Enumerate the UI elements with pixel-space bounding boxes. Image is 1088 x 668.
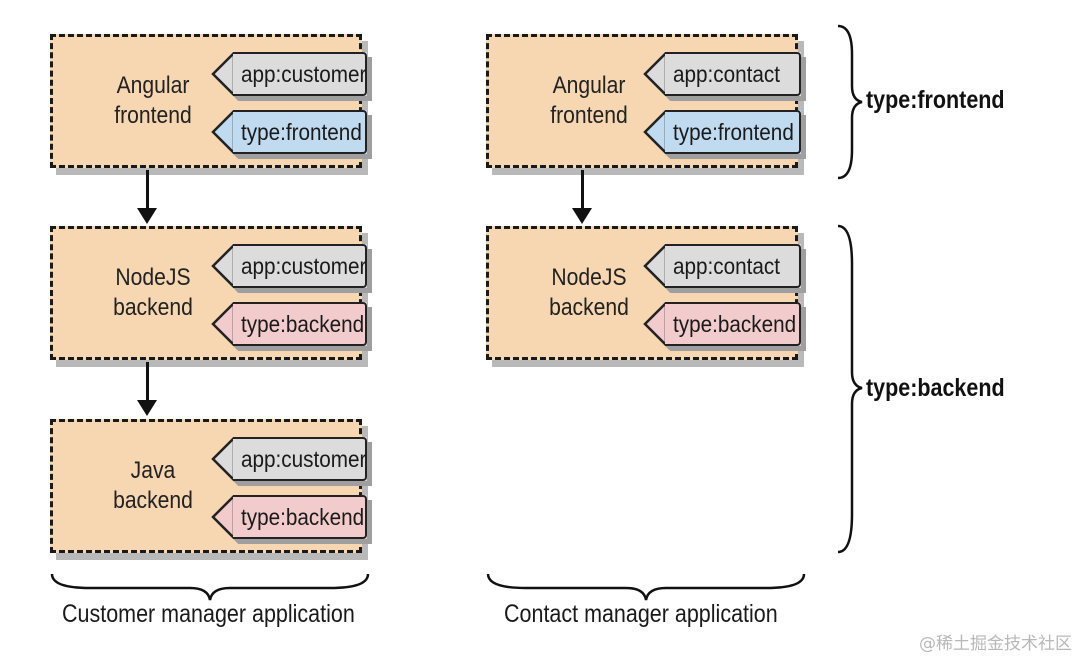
app-label-tag: app:contact [643, 52, 801, 96]
type-label-tag: type:frontend [643, 110, 801, 154]
pod-label: NodeJS backend [501, 229, 677, 357]
frontend-group-brace [837, 24, 863, 180]
pod-customer-angular-frontend: Angular frontend app:customer type:front… [50, 34, 367, 168]
app-label-tag: app:customer [211, 437, 367, 481]
pod-name-line1: Angular [552, 72, 626, 99]
watermark: @稀土掘金技术社区 [919, 634, 1072, 654]
customer-app-caption: Customer manager application [62, 600, 355, 628]
pod-name-line2: backend [113, 487, 193, 514]
app-label-tag: app:customer [211, 52, 367, 96]
arrow-frontend-to-node [146, 170, 149, 210]
pod-name-line1: NodeJS [551, 264, 627, 291]
frontend-group-label: type:frontend [866, 86, 1005, 114]
pod-customer-nodejs-backend: NodeJS backend app:customer type:backend [50, 226, 367, 360]
pod-name-line2: backend [549, 294, 629, 321]
pod-label: Angular frontend [65, 37, 241, 165]
type-label-tag: type:backend [643, 302, 801, 346]
app-label-text: app:contact [673, 252, 781, 279]
type-label-tag: type:backend [211, 302, 367, 346]
arrow-head-icon [572, 208, 592, 224]
type-label-tag: type:backend [211, 495, 367, 539]
pod-contact-angular-frontend: Angular frontend app:contact type:fronte… [486, 34, 801, 168]
pod-contact-nodejs-backend: NodeJS backend app:contact type:backend [486, 226, 801, 360]
arrow-contact-frontend-to-node [581, 170, 584, 210]
pod-label: Angular frontend [501, 37, 677, 165]
type-label-text: type:frontend [241, 118, 362, 145]
contact-app-brace [486, 573, 806, 601]
arrow-head-icon [137, 400, 157, 416]
pod-name-line1: NodeJS [115, 264, 191, 291]
pod-label: Java backend [65, 422, 241, 550]
app-label-text: app:customer [241, 60, 367, 87]
app-label-text: app:customer [241, 445, 367, 472]
pod-name-line1: Java [130, 457, 176, 484]
type-label-tag: type:frontend [211, 110, 367, 154]
contact-app-caption: Contact manager application [504, 600, 778, 628]
type-label-text: type:backend [673, 310, 797, 337]
arrow-head-icon [137, 208, 157, 224]
type-label-text: type:backend [241, 503, 365, 530]
pod-label: NodeJS backend [65, 229, 241, 357]
app-label-tag: app:contact [643, 244, 801, 288]
pod-customer-java-backend: Java backend app:customer type:backend [50, 419, 367, 553]
backend-group-label: type:backend [866, 374, 1005, 402]
customer-app-brace [50, 573, 370, 601]
type-label-text: type:frontend [673, 118, 794, 145]
app-label-text: app:contact [673, 60, 781, 87]
type-label-text: type:backend [241, 310, 365, 337]
backend-group-brace [837, 224, 863, 554]
app-label-text: app:customer [241, 252, 367, 279]
pod-name-line2: backend [113, 294, 193, 321]
arrow-node-to-java [146, 362, 149, 402]
pod-name-line2: frontend [114, 102, 192, 129]
pod-name-line1: Angular [116, 72, 190, 99]
app-label-tag: app:customer [211, 244, 367, 288]
pod-name-line2: frontend [550, 102, 628, 129]
